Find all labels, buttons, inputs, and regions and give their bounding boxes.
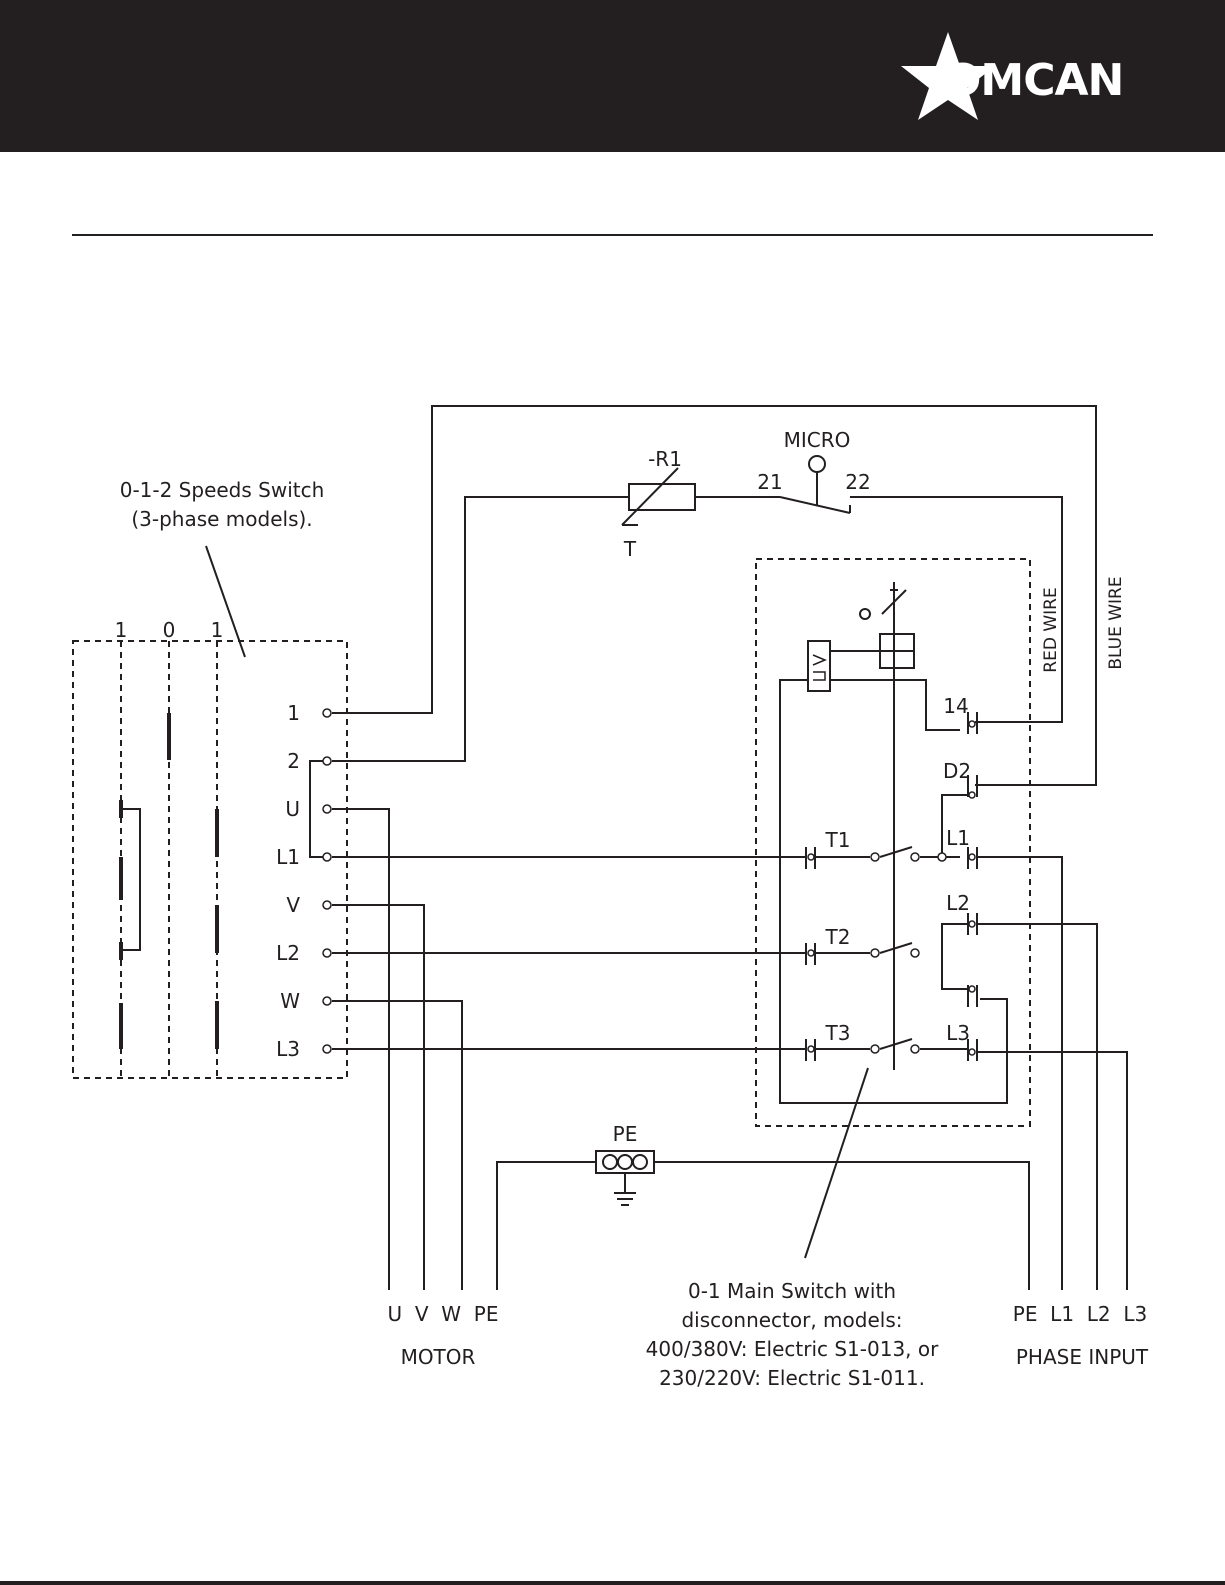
position-0: 0	[163, 618, 176, 642]
contact-l2-label: L2	[946, 891, 970, 915]
speeds-switch-subtitle: (3-phase models).	[131, 507, 312, 531]
footer-bar	[0, 1581, 1225, 1585]
motor-terminals: U V W PE	[388, 1302, 499, 1326]
speeds-switch-title: 0-1-2 Speeds Switch	[120, 478, 325, 502]
t-label: T	[623, 537, 637, 561]
contact-t2-label: T2	[825, 925, 851, 949]
blue-wire-label: BLUE WIRE	[1106, 576, 1126, 669]
terminal-u: U	[285, 797, 300, 821]
speeds-switch-box	[73, 641, 347, 1078]
micro-label: MICRO	[784, 428, 851, 452]
phase-terminals: PE L1 L2 L3	[1013, 1302, 1147, 1326]
terminal-l3: L3	[276, 1037, 300, 1061]
terminal-1: 1	[287, 701, 300, 725]
main-switch-line1: 0-1 Main Switch with	[688, 1279, 896, 1303]
omcan-logo: OMCAN	[901, 32, 1123, 120]
contact-d2-label: D2	[943, 759, 971, 783]
position-1b: 1	[211, 618, 224, 642]
terminal-l1: L1	[276, 845, 300, 869]
terminal-w: W	[280, 989, 300, 1013]
logo-text: OMCAN	[944, 55, 1123, 106]
motor-label: MOTOR	[401, 1345, 476, 1369]
phase-input-label: PHASE INPUT	[1016, 1345, 1149, 1369]
terminal-2: 2	[287, 749, 300, 773]
terminal-v: V	[286, 893, 300, 917]
red-wire-label: RED WIRE	[1041, 587, 1061, 672]
pe-label: PE	[613, 1122, 638, 1146]
main-switch-line2: disconnector, models:	[681, 1308, 902, 1332]
contact-t3-label: T3	[825, 1021, 851, 1045]
diagram-labels: 0-1-2 Speeds Switch (3-phase models). 1 …	[115, 428, 1149, 1390]
micro-21-label: 21	[757, 470, 782, 494]
micro-actuator	[809, 456, 825, 472]
undervoltage-coil	[808, 641, 830, 691]
micro-switch-contact	[780, 497, 850, 513]
micro-22-label: 22	[845, 470, 870, 494]
contact-l3-label: L3	[946, 1021, 970, 1045]
terminal-l2: L2	[276, 941, 300, 965]
r1-label: -R1	[648, 447, 682, 471]
contact-14-label: 14	[943, 694, 968, 718]
contact-t1-label: T1	[825, 828, 851, 852]
main-switch-line3: 400/380V: Electric S1-013, or	[646, 1337, 939, 1361]
position-1a: 1	[115, 618, 128, 642]
thermistor-r1	[629, 484, 695, 510]
main-switch-line4: 230/220V: Electric S1-011.	[659, 1366, 925, 1390]
contact-l1-label: L1	[946, 826, 970, 850]
